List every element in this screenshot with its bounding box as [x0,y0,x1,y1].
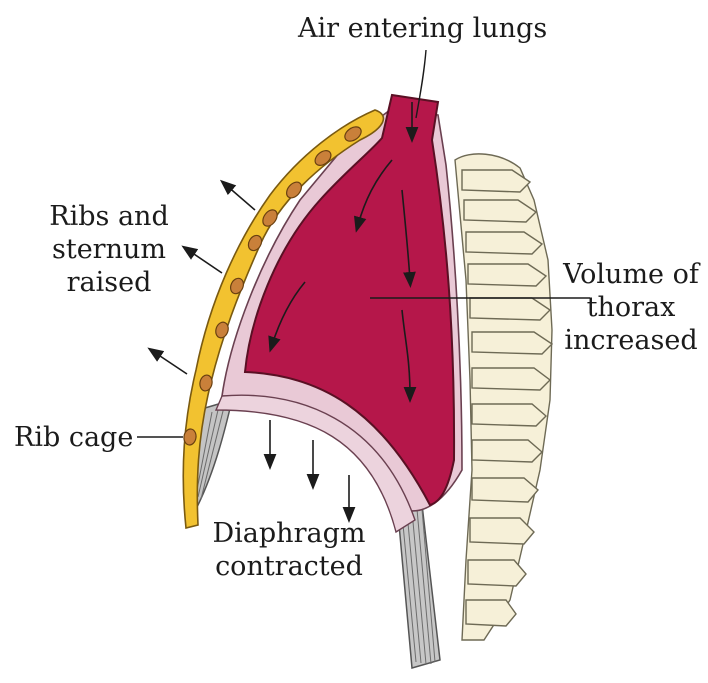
ribs-label-line-3: raised [34,266,184,299]
label-volume-thorax-increased: Volume of thorax increased [556,258,706,357]
ribs-label-line-2: sternum [34,233,184,266]
ribs-label-line-1: Ribs and [34,200,184,233]
volume-label-line-3: increased [556,324,706,357]
label-rib-cage: Rib cage [14,421,133,454]
volume-label-line-2: thorax [556,291,706,324]
diaphragm-label-line-2: contracted [204,550,374,583]
label-ribs-sternum-raised: Ribs and sternum raised [34,200,184,299]
diaphragm-label-line-1: Diaphragm [204,517,374,550]
label-diaphragm-contracted: Diaphragm contracted [204,517,374,583]
vertebral-column [455,154,552,640]
label-air-entering-lungs: Air entering lungs [298,12,547,45]
volume-label-line-1: Volume of [556,258,706,291]
